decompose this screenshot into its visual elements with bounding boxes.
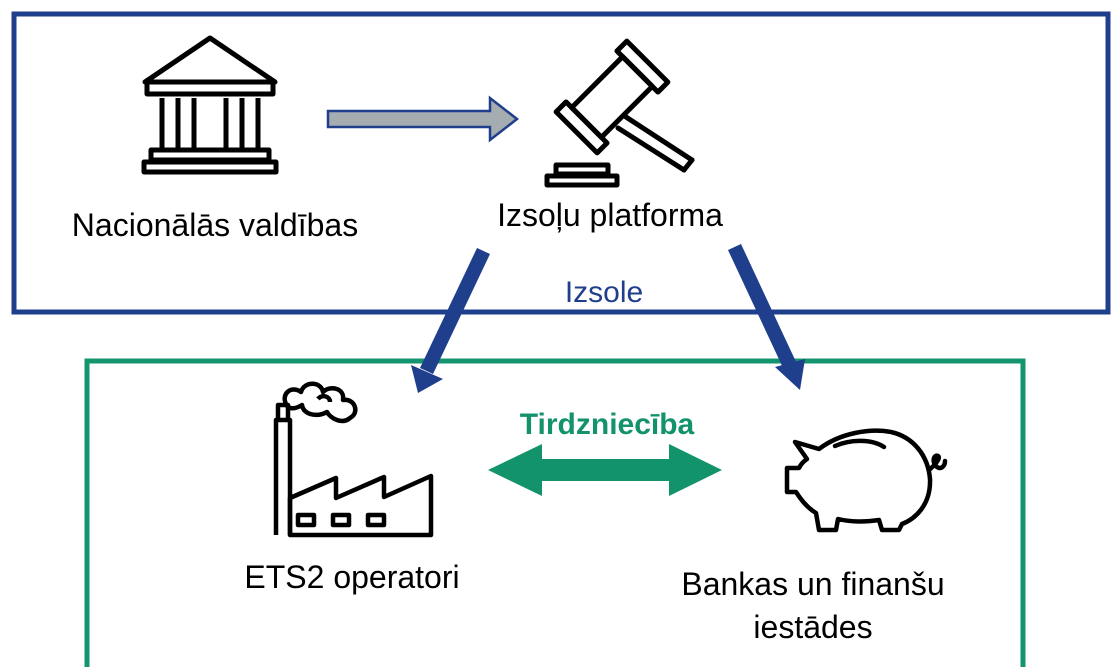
allocation-arrow <box>326 95 520 143</box>
auction-gavel-icon <box>544 38 695 188</box>
governments-label: Nacionālās valdības <box>72 207 358 243</box>
trade-label: Tirdzniecība <box>520 408 695 441</box>
auction-label: Izsole <box>565 276 643 309</box>
auction-to-banks-arrow <box>728 244 805 390</box>
platform-label: Izsoļu platforma <box>497 197 723 233</box>
operators-label: ETS2 operatori <box>244 559 459 595</box>
banks-label-line1: Bankas un finanšu <box>681 566 944 602</box>
banks-label-line2: iestādes <box>753 609 872 645</box>
auction-frame <box>11 11 1111 315</box>
trading-frame <box>84 358 1026 667</box>
factory-icon <box>273 381 434 538</box>
piggy-bank-icon <box>784 428 948 533</box>
trade-arrow <box>488 444 722 496</box>
government-building-icon <box>141 35 279 175</box>
auction-to-operators-arrow <box>411 248 490 393</box>
